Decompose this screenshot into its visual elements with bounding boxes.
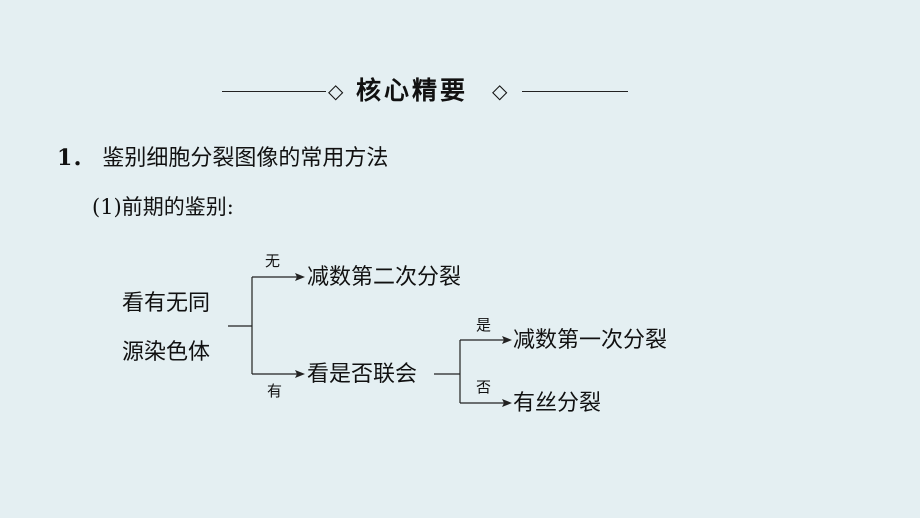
branch-no-label: 否 [476, 378, 492, 396]
arrowhead-has [295, 370, 305, 378]
diamond-icon-right: ◇ [492, 79, 508, 103]
diamond-icon-left: ◇ [328, 79, 344, 103]
subsection-label: (1)前期的鉴别: [92, 195, 234, 219]
section-title: 鉴别细胞分裂图像的常用方法 [102, 146, 389, 171]
branch-none-label: 无 [265, 252, 281, 270]
section-heading: 1． 鉴别细胞分裂图像的常用方法 [57, 143, 388, 174]
result-meiosis-ii: 减数第二次分裂 [307, 265, 462, 290]
section-banner: ◇ 核心精要 ◇ [222, 72, 630, 112]
result-mitosis: 有丝分裂 [513, 391, 602, 416]
root-node-line1: 看有无同 [122, 291, 211, 316]
arrowhead-yes [502, 336, 512, 344]
banner-rule-left [222, 91, 326, 92]
arrowhead-no [502, 399, 512, 407]
result-meiosis-i: 减数第一次分裂 [513, 328, 668, 353]
section-number: 1． [57, 145, 95, 171]
banner-rule-right [522, 91, 628, 92]
node-check-synapsis: 看是否联会 [307, 362, 418, 387]
banner-title: 核心精要 [356, 76, 469, 105]
root-node-line2: 源染色体 [122, 340, 211, 365]
branch-yes-label: 是 [476, 316, 492, 334]
arrowhead-none [295, 273, 305, 281]
branch-has-label: 有 [267, 382, 283, 400]
